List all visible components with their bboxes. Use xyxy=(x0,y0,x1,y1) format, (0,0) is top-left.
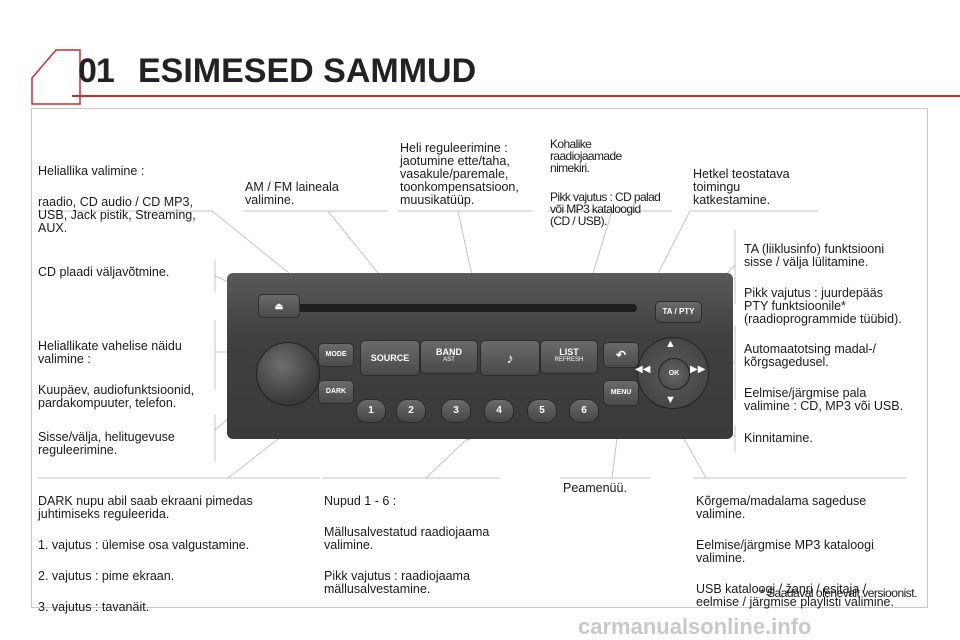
music-note-icon: ♪ xyxy=(506,350,514,366)
auto-search-label: Automaatotsing madal-/ kõrgsagedusel. Ee… xyxy=(744,342,904,413)
sound-label: Heli reguleerimine : jaotumine ette/taha… xyxy=(400,141,519,207)
ok-button[interactable]: OK xyxy=(658,358,690,390)
abort-label: Hetkel teostatava toimingu katkestamine. xyxy=(693,167,790,207)
chapter-number: 01 xyxy=(78,52,115,90)
eject-icon: ⏏ xyxy=(274,301,284,311)
fast-forward-icon[interactable]: ▶▶ xyxy=(690,364,706,375)
ta-label: TA (liiklusinfo) funktsiooni sisse / väl… xyxy=(744,242,902,326)
list-btn-label: LIST xyxy=(559,347,579,357)
dark-label: DARK nupu abil saab ekraani pimedas juht… xyxy=(38,494,253,614)
preset-button-6[interactable]: 6 xyxy=(569,399,599,423)
mode-label: Heliallikate vahelise näidu valimine : K… xyxy=(38,339,195,410)
list-button[interactable]: LIST REFRESH xyxy=(540,340,598,374)
footnote: * Saadaval olenevalt versioonist. xyxy=(760,586,917,600)
dark-button[interactable]: DARK xyxy=(318,380,354,404)
preset-button-4[interactable]: 4 xyxy=(484,399,514,423)
freq-label: Kõrgema/madalama sageduse valimine. Eelm… xyxy=(696,494,894,609)
content-frame xyxy=(31,108,928,608)
power-label: Sisse/välja, helitugevuse reguleerimine. xyxy=(38,430,175,457)
preset-button-5[interactable]: 5 xyxy=(527,399,557,423)
band-button[interactable]: BAND AST xyxy=(420,340,478,374)
sound-button[interactable]: ♪ xyxy=(480,340,540,376)
am-fm-label: AM / FM laineala valimine. xyxy=(245,180,339,207)
preset-button-3[interactable]: 3 xyxy=(441,399,471,423)
band-label: BAND xyxy=(436,347,462,357)
eject-label: CD plaadi väljavõtmine. xyxy=(38,265,170,279)
rewind-icon[interactable]: ◀◀ xyxy=(635,364,651,375)
footnote-star: * xyxy=(760,586,765,600)
page-title: ESIMESED SAMMUD xyxy=(138,52,477,90)
band-sub-label: AST xyxy=(443,357,455,363)
menu-button[interactable]: MENU xyxy=(603,380,639,406)
source-button[interactable]: SOURCE xyxy=(360,340,420,376)
preset-button-1[interactable]: 1 xyxy=(356,399,386,423)
ok-label: Kinnitamine. xyxy=(744,431,813,445)
footnote-text: Saadaval olenevalt versioonist. xyxy=(767,586,917,600)
power-volume-knob[interactable] xyxy=(256,342,320,406)
source-select-label: Heliallika valimine : raadio, CD audio /… xyxy=(38,164,196,235)
up-arrow-icon[interactable]: ▲ xyxy=(665,338,676,350)
title-underline xyxy=(72,95,960,97)
presets-label: Nupud 1 - 6 : Mällusalvestatud raadiojaa… xyxy=(324,494,490,596)
mode-button[interactable]: MODE xyxy=(318,343,354,367)
back-button[interactable]: ↶ xyxy=(603,342,639,368)
ta-pty-button[interactable]: TA / PTY xyxy=(655,301,702,323)
cd-slot xyxy=(292,304,637,312)
preset-button-2[interactable]: 2 xyxy=(396,399,426,423)
list-sub-label: REFRESH xyxy=(554,357,584,363)
menu-label: Peamenüü. xyxy=(563,481,627,495)
watermark: carmanualsonline.info xyxy=(578,614,812,639)
down-arrow-icon[interactable]: ▼ xyxy=(665,394,676,406)
eject-button[interactable]: ⏏ xyxy=(258,294,300,318)
list-label: Kohalike raadiojaamade nimekiri. Pikk va… xyxy=(550,137,661,228)
back-arrow-icon: ↶ xyxy=(615,348,627,362)
